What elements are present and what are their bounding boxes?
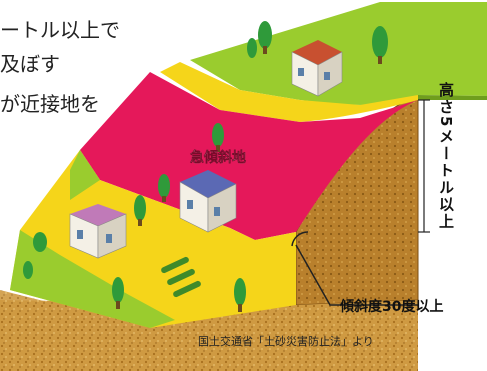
upper-yellow-zone	[160, 62, 418, 122]
house-middle	[179, 170, 237, 233]
angle-label: 傾斜度30度以上	[339, 298, 443, 315]
angle-leader-line	[295, 244, 418, 306]
intro-text-line-3: が近接地を	[0, 92, 100, 116]
intro-text-line-1: ートル以上で	[0, 18, 120, 42]
tree-icons	[23, 21, 388, 312]
slope-angle-arc	[291, 231, 309, 247]
height-label: 高さ5メートル以上	[437, 81, 455, 230]
left-green-strip	[70, 150, 100, 200]
height-dimension	[418, 99, 430, 233]
soil-block-left	[0, 290, 296, 371]
field-rows	[161, 256, 201, 298]
intro-text-line-2: 及ぼす	[0, 52, 60, 76]
upper-plateau-edge	[418, 95, 487, 100]
source-note: 国土交通省「土砂災害防止法」より	[198, 334, 374, 348]
steep-slope-label: 急傾斜地	[190, 149, 246, 166]
house-left	[69, 204, 127, 259]
house-top	[291, 40, 343, 97]
lower-green-area	[10, 230, 175, 328]
